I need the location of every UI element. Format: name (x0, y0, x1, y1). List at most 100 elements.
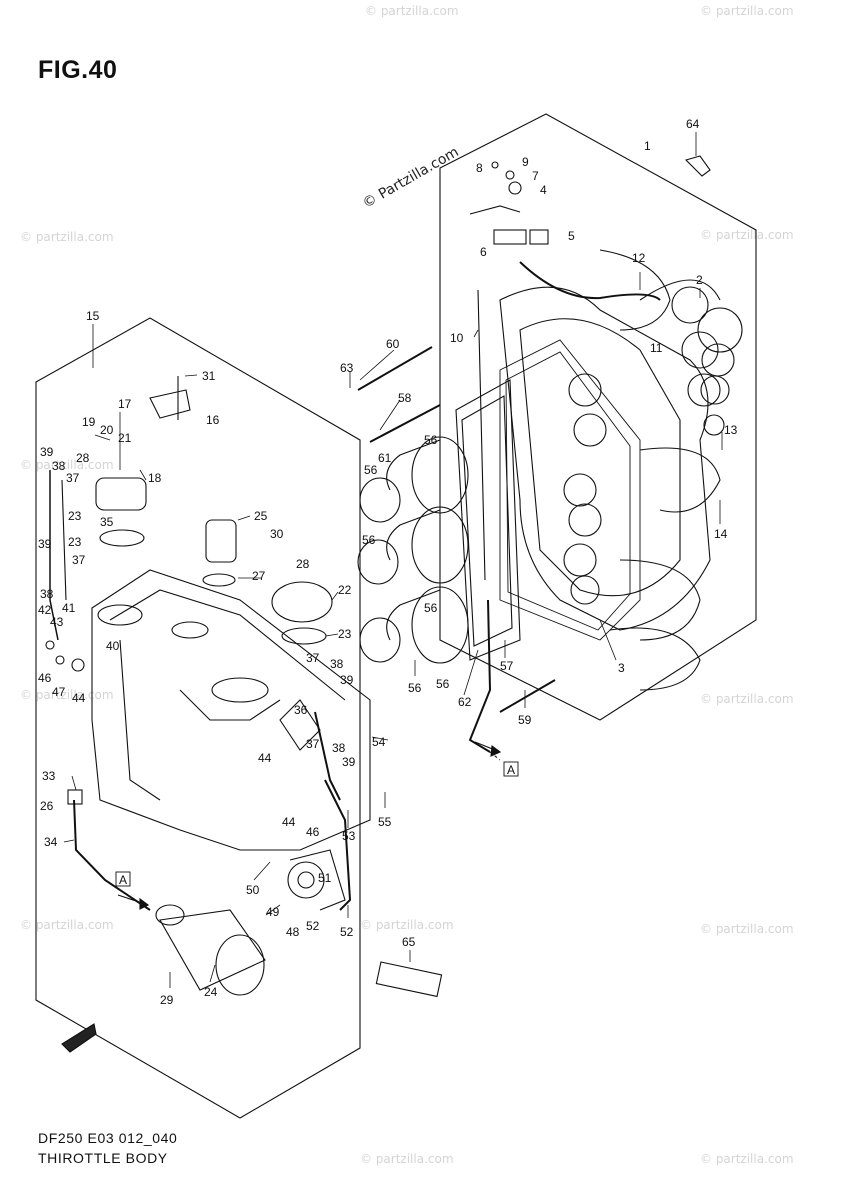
callout: 1 (644, 139, 651, 153)
callout: 54 (372, 735, 386, 749)
callout: 3 (618, 661, 625, 675)
callout: 11 (650, 341, 663, 355)
ref-mark-a: A (119, 873, 127, 887)
callout: 29 (160, 993, 174, 1007)
badge-65 (375, 961, 443, 998)
callout: 38 (40, 587, 54, 601)
callout: 27 (252, 569, 266, 583)
callout: 21 (118, 431, 132, 445)
callout: 59 (518, 713, 532, 727)
callout: 23 (68, 509, 82, 523)
part-22 (271, 581, 333, 623)
watermark-text: © partzilla.com (700, 922, 794, 936)
callout: 48 (286, 925, 300, 939)
callout: 35 (100, 515, 114, 529)
callout: 52 (306, 919, 320, 933)
callout: 50 (246, 883, 260, 897)
callout: 63 (340, 361, 354, 375)
callout: 9 (522, 155, 529, 169)
watermark-text: © partzilla.com (360, 1152, 454, 1166)
watermark-text: © partzilla.com (700, 1152, 794, 1166)
callout: 64 (686, 117, 700, 131)
manifold-ports (563, 373, 607, 605)
throttle-body-housing (91, 569, 371, 851)
part-16 (149, 389, 191, 419)
watermark-text: © partzilla.com (365, 4, 459, 18)
callout: 7 (532, 169, 539, 183)
part-24 (159, 909, 266, 991)
callout: 25 (254, 509, 268, 523)
callout: 44 (72, 691, 86, 705)
callout: 15 (86, 309, 100, 323)
callout: 56 (436, 677, 450, 691)
callout: 34 (44, 835, 58, 849)
gasket-3 (499, 339, 641, 641)
callout: 4 (540, 183, 547, 197)
rod-10 (477, 289, 486, 581)
callout: 43 (50, 615, 64, 629)
callout: 23 (68, 535, 82, 549)
throttle-pulley (287, 861, 325, 899)
callout: 26 (40, 799, 54, 813)
callout: 16 (206, 413, 220, 427)
part-18 (95, 477, 147, 511)
callout: 42 (38, 603, 52, 617)
o-rings (671, 286, 725, 436)
callout: 39 (340, 673, 354, 687)
callout: 41 (62, 601, 76, 615)
callout: 33 (42, 769, 56, 783)
callout: 18 (148, 471, 162, 485)
callout: 23 (338, 627, 352, 641)
callout: 24 (204, 985, 218, 999)
callout: 56 (424, 433, 438, 447)
bolt-59 (499, 679, 556, 713)
gasket-57 (455, 379, 521, 661)
callout: 10 (450, 331, 464, 345)
watermark-text: © partzilla.com (700, 228, 794, 242)
callout: 56 (364, 463, 378, 477)
watermark-text: © partzilla.com (700, 4, 794, 18)
callout: 2 (696, 273, 703, 287)
watermark-text: © partzilla.com (20, 918, 114, 932)
callout: 56 (408, 681, 422, 695)
callout: 36 (294, 703, 308, 717)
callout: 38 (332, 741, 346, 755)
callout: 37 (306, 737, 320, 751)
callout: 46 (306, 825, 320, 839)
callout: 52 (340, 925, 354, 939)
clip-64 (684, 155, 711, 177)
callout: 28 (296, 557, 310, 571)
group-frame-15 (35, 317, 361, 1119)
bolt-58 (369, 404, 441, 443)
callout: 53 (342, 829, 356, 843)
intake-plenum (499, 286, 711, 631)
callout: 56 (362, 533, 376, 547)
callout: 46 (38, 671, 52, 685)
watermark-text: © partzilla.com (700, 692, 794, 706)
callout: 39 (40, 445, 54, 459)
bolt-60 (357, 346, 433, 391)
intake-funnels-56 (357, 436, 469, 664)
callout: 37 (72, 553, 86, 567)
callout: 38 (52, 459, 66, 473)
hose-12 (519, 261, 661, 301)
callout: 38 (330, 657, 344, 671)
ref-mark-a: A (507, 763, 515, 777)
callout: 12 (632, 251, 646, 265)
callout: 39 (38, 537, 52, 551)
group-frame-1 (439, 113, 757, 721)
plenum-inner (519, 318, 681, 597)
callout: 17 (118, 397, 132, 411)
callout: 14 (714, 527, 728, 541)
callout: 28 (76, 451, 90, 465)
callout: 65 (402, 935, 416, 949)
callout: 8 (476, 161, 483, 175)
callout: 31 (202, 369, 216, 383)
callout: 57 (500, 659, 514, 673)
figure-title: FIG.40 (38, 56, 118, 84)
callout: 30 (270, 527, 284, 541)
callout: 44 (258, 751, 272, 765)
watermark-text: © partzilla.com (20, 230, 114, 244)
